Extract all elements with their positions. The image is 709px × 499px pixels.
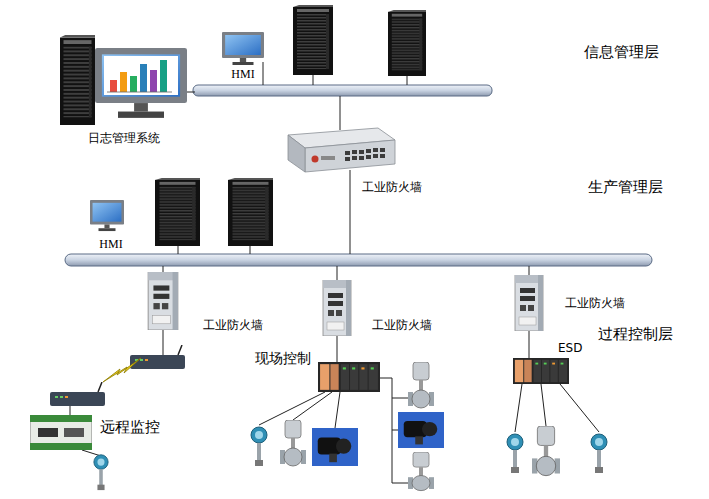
firewall-appliance — [288, 128, 395, 172]
control-valve — [408, 362, 434, 408]
actuator — [312, 428, 358, 466]
device-label: HMI — [99, 237, 122, 251]
device-node: HMI — [90, 200, 124, 232]
log-monitor — [95, 48, 187, 118]
device-node: 工业防火墙 — [146, 272, 180, 330]
transmitter — [507, 434, 523, 473]
device-label: ESD — [558, 341, 582, 355]
production-bus — [65, 254, 652, 266]
device-label: HMI — [231, 67, 254, 81]
hmi-monitor — [90, 200, 124, 231]
wires — [70, 62, 599, 483]
connector-line — [529, 331, 530, 358]
esd-rack — [513, 358, 569, 384]
actuator — [398, 412, 444, 448]
din-firewall — [323, 280, 351, 336]
transmitter — [251, 427, 267, 466]
server-tower — [228, 178, 273, 246]
device-label: 现场控制 — [255, 350, 311, 367]
din-firewall — [148, 272, 178, 330]
transmitter — [94, 455, 108, 490]
radio-modem — [50, 382, 105, 406]
radio-modem — [130, 345, 185, 369]
device-label: 远程监控 — [100, 418, 160, 436]
device-node: 现场控制 — [318, 362, 380, 392]
info-bus — [193, 85, 492, 96]
layer-label: 生产管理层 — [588, 178, 663, 196]
device-node: 日志管理系统 — [58, 33, 189, 125]
device-label: 工业防火墙 — [372, 318, 432, 332]
device-label: 日志管理系统 — [88, 131, 160, 145]
server-tower — [155, 178, 200, 246]
server-tower — [293, 5, 333, 75]
device-node: 远程监控 — [30, 415, 92, 450]
control-valve — [408, 452, 434, 491]
wireless-bolt — [103, 358, 141, 382]
device-node: HMI — [222, 32, 264, 66]
device-label: 工业防火墙 — [362, 180, 422, 194]
log-server — [60, 35, 95, 125]
transmitter — [591, 434, 607, 473]
control-valve — [532, 426, 560, 476]
server-tower — [388, 10, 426, 76]
device-node: ESD — [513, 358, 569, 384]
device-node: 工业防火墙 — [321, 280, 353, 336]
chart-screen — [104, 56, 178, 95]
plc-rack — [318, 362, 380, 392]
rtu-module — [30, 415, 92, 450]
device-label: 工业防火墙 — [203, 318, 263, 332]
device-node: 工业防火墙 — [283, 127, 396, 173]
connector-line — [337, 336, 338, 362]
layer-label: 信息管理层 — [584, 43, 659, 61]
control-valve — [280, 420, 306, 466]
device-node: 工业防火墙 — [513, 275, 545, 331]
din-firewall — [515, 275, 543, 331]
device-label: 工业防火墙 — [565, 296, 625, 310]
hmi-monitor — [222, 32, 264, 65]
layer-label: 过程控制层 — [598, 325, 673, 343]
